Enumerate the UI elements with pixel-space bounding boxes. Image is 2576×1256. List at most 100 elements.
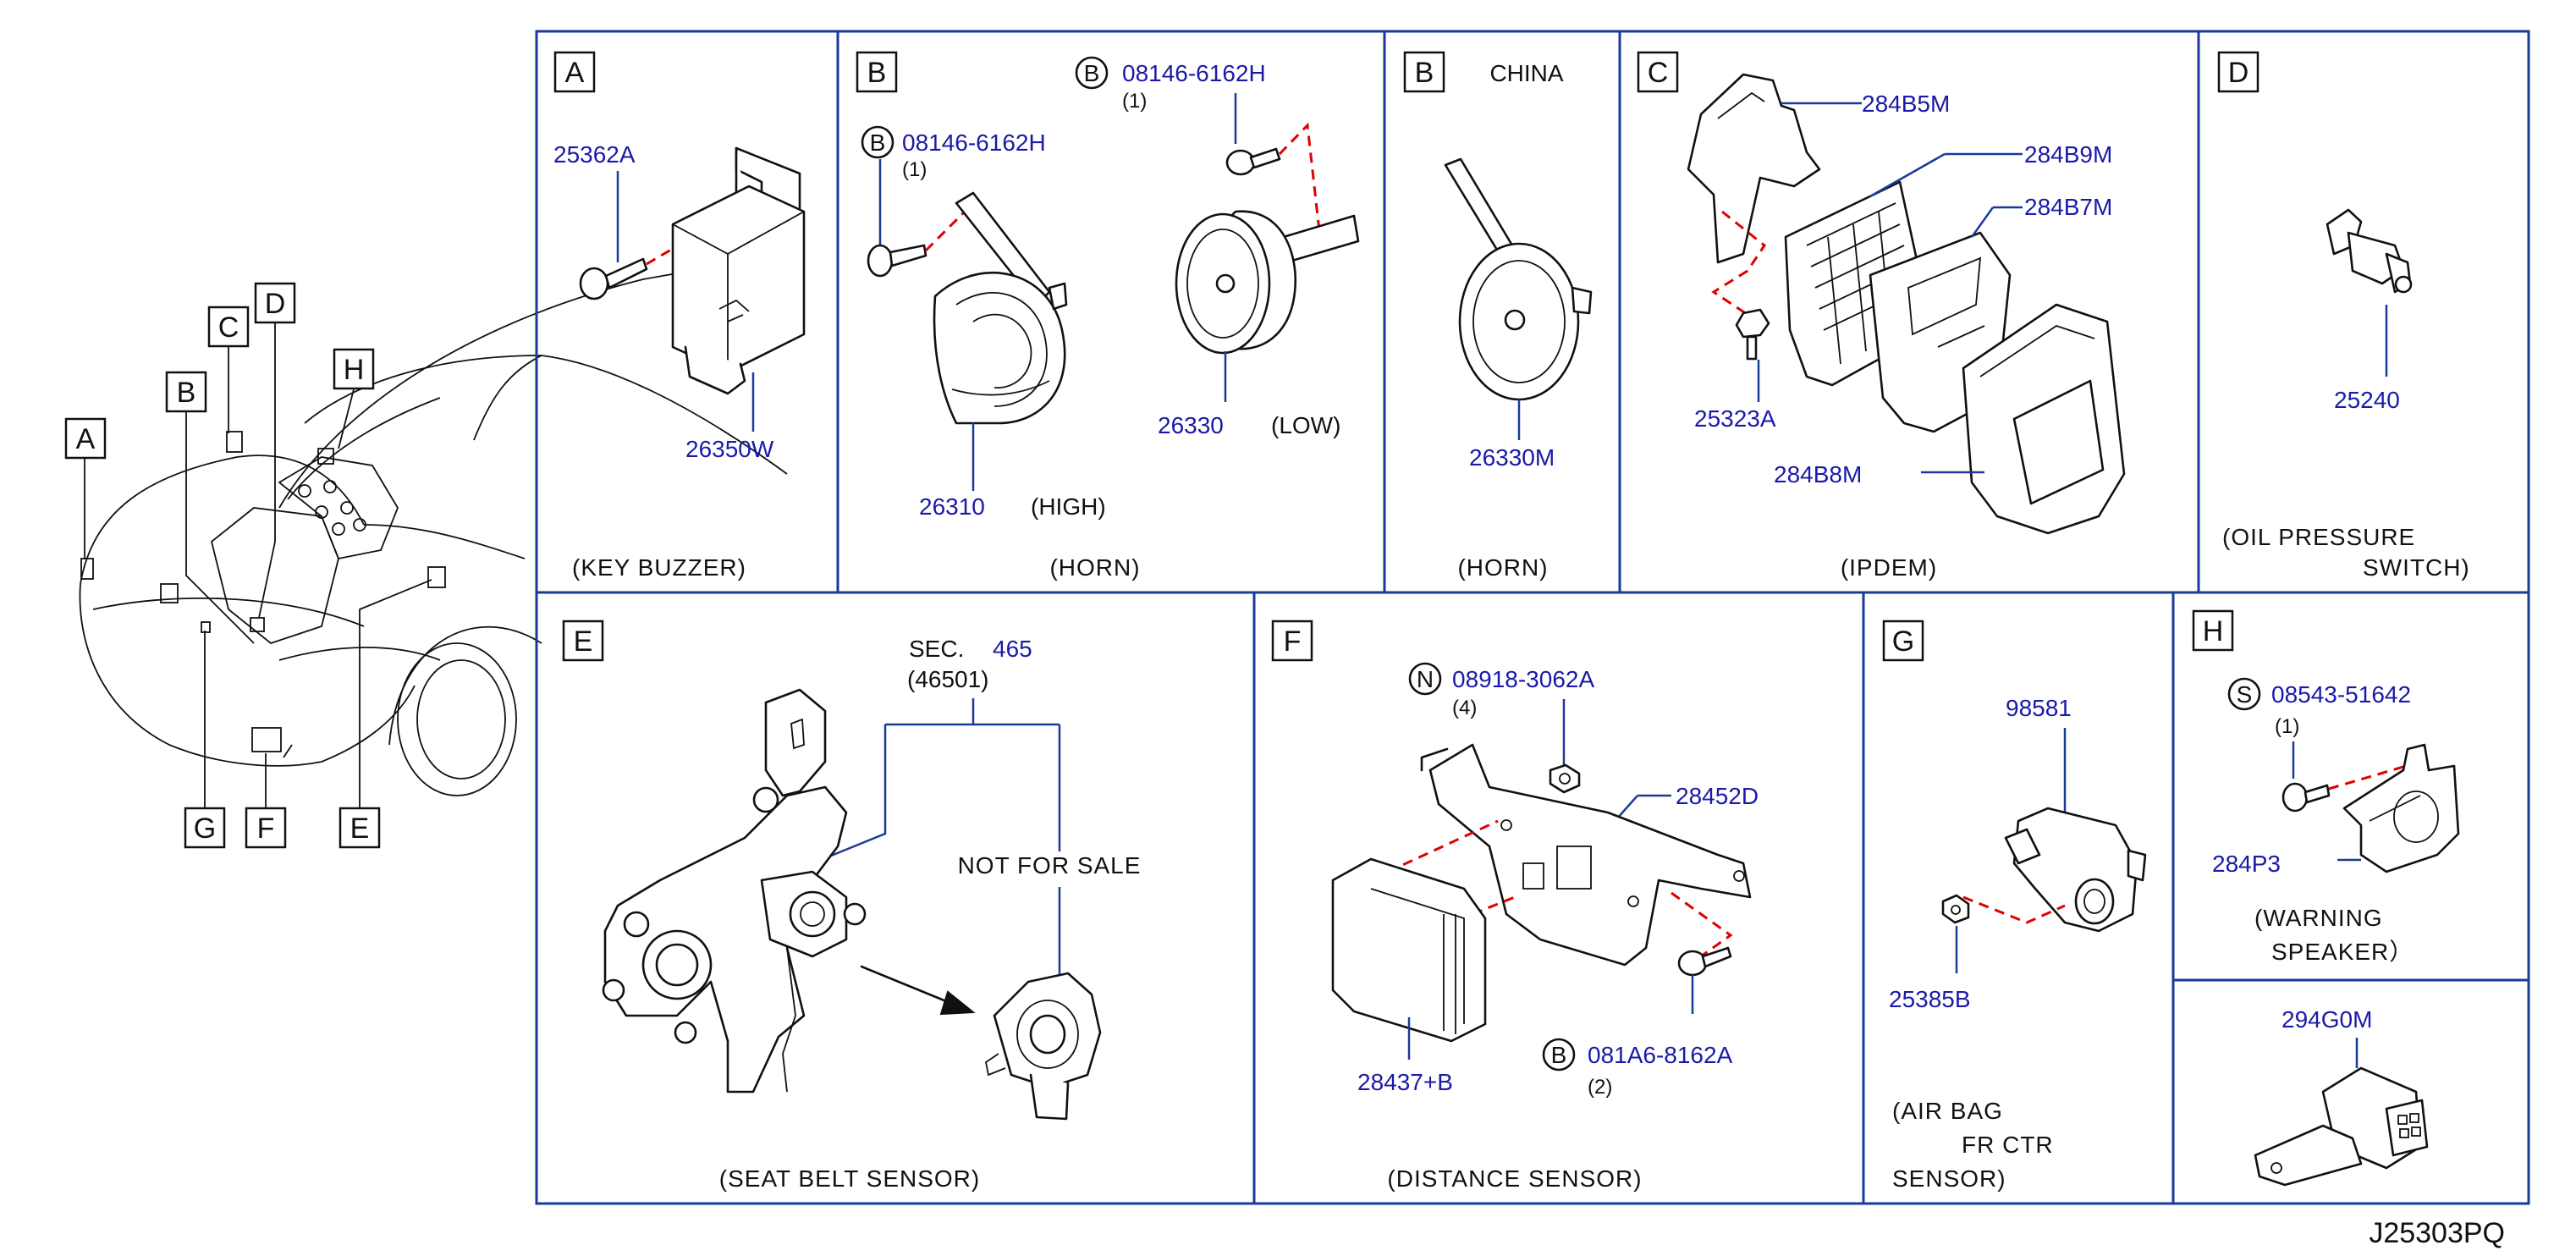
overview-letter-b: B	[177, 377, 196, 409]
component-h	[317, 448, 334, 465]
air-bag-sensor-icon	[2004, 807, 2147, 933]
part-number-bolt-right[interactable]: 08146-6162H	[1122, 60, 1266, 86]
part-number-26310[interactable]: 26310	[919, 493, 985, 520]
nut-symbol: N	[1417, 666, 1434, 692]
overview-letter-a: A	[76, 423, 96, 455]
bolt-symbol: B	[870, 129, 886, 156]
section-reference-label: SEC.	[909, 636, 964, 662]
diagram-code: J25303PQ	[2369, 1217, 2505, 1249]
panel-letter: E	[574, 625, 593, 658]
horn-china-icon	[1444, 157, 1593, 401]
part-number-26350w[interactable]: 26350W	[685, 436, 774, 462]
screw-symbol: S	[2237, 681, 2253, 708]
part-number-284b8m[interactable]: 284B8M	[1774, 461, 1862, 488]
not-for-sale-note: NOT FOR SALE	[958, 852, 1142, 879]
part-number-284b9m[interactable]: 284B9M	[2024, 141, 2112, 168]
component-e	[427, 566, 446, 588]
part-number-25323a[interactable]: 25323A	[1694, 405, 1776, 432]
horn-high-icon	[933, 191, 1068, 425]
panel-d-oil-pressure-switch: D 25240 (OIL PRESSURE SWITCH)	[2217, 51, 2470, 581]
component-b	[160, 583, 179, 603]
control-unit-icon	[2254, 1066, 2429, 1187]
part-number-25240[interactable]: 25240	[2334, 387, 2400, 413]
panel-caption-line-1: (AIR BAG	[1892, 1098, 2003, 1124]
distance-sensor-icon	[1331, 857, 1487, 1043]
part-number-25385b[interactable]: 25385B	[1889, 986, 1971, 1012]
bolt-icon	[579, 257, 648, 300]
panel-caption: (SEAT BELT SENSOR)	[719, 1165, 980, 1192]
panel-caption-line-2: FR CTR	[1962, 1132, 2054, 1158]
bolt-symbol: B	[1084, 60, 1100, 86]
panel-letter: B	[1415, 57, 1434, 89]
overview-letter-c: C	[218, 311, 239, 344]
overview-letter-f: F	[257, 813, 275, 845]
bolt-icon	[1677, 946, 1732, 977]
panel-grid	[535, 30, 2530, 1205]
panel-letter: D	[2228, 57, 2249, 89]
section-reference-number[interactable]: 465	[993, 636, 1032, 662]
part-number-28452d[interactable]: 28452D	[1676, 783, 1759, 809]
nut-icon	[1549, 763, 1581, 794]
horn-low-icon	[1175, 210, 1360, 355]
panel-f-distance-sensor: F N 08918-3062A (4) 28452D	[1271, 620, 1759, 1192]
bolt-right-quantity: (1)	[1122, 90, 1147, 113]
part-number-284b7m[interactable]: 284B7M	[2024, 194, 2112, 220]
market-note: CHINA	[1489, 60, 1563, 86]
part-number-bolt[interactable]: 081A6-8162A	[1588, 1042, 1733, 1068]
part-number-screw[interactable]: 08543-51642	[2271, 681, 2411, 708]
screw-icon	[2282, 782, 2331, 813]
panel-letter: F	[1284, 625, 1302, 658]
panel-letter: B	[867, 57, 887, 89]
part-number-nut[interactable]: 08918-3062A	[1452, 666, 1594, 692]
part-number-284b5m[interactable]: 284B5M	[1862, 91, 1950, 117]
bolt-icon	[867, 244, 927, 278]
nut-quantity: (4)	[1452, 697, 1477, 719]
bolt-icon	[1735, 308, 1770, 361]
bolt-quantity: (2)	[1588, 1076, 1612, 1099]
panel-letter: G	[1892, 625, 1914, 658]
part-number-25362a[interactable]: 25362A	[553, 141, 636, 168]
panel-letter: A	[565, 57, 585, 89]
panel-letter: C	[1648, 57, 1669, 89]
panel-letter: H	[2203, 615, 2224, 647]
panel-caption: (KEY BUZZER)	[572, 554, 746, 581]
panel-h-warning-speaker: H S 08543-51642 (1) 284P3 (WARNING SPEAK…	[2192, 609, 2460, 965]
distance-sensor-bracket-icon	[1420, 743, 1752, 967]
part-number-294g0m[interactable]: 294G0M	[2282, 1006, 2372, 1033]
part-number-26330m[interactable]: 26330M	[1469, 444, 1555, 471]
overview-letter-h: H	[344, 354, 365, 386]
part-number-26330[interactable]: 26330	[1158, 412, 1224, 438]
panel-caption-line-3: SENSOR)	[1892, 1165, 2006, 1192]
seat-frame-icon	[602, 688, 867, 1093]
panel-c-ipdem: C 284B5M 25323A 284B9M 284B7M	[1637, 51, 2126, 581]
ipdem-case-icon	[1962, 303, 2126, 535]
ipdem-bracket-icon	[1687, 73, 1821, 264]
warning-speaker-icon	[2342, 743, 2460, 873]
component-d	[250, 617, 265, 632]
bolt-symbol: B	[1551, 1042, 1567, 1068]
part-number-28437-b[interactable]: 28437+B	[1357, 1069, 1453, 1095]
oil-pressure-switch-icon	[2326, 208, 2413, 294]
overview-letter-g: G	[194, 813, 216, 845]
panel-a-key-buzzer: A 25362A 26350W (KEY BUZZER)	[553, 51, 806, 581]
component-f	[251, 727, 282, 752]
nut-icon	[1941, 894, 1970, 924]
overview-letter-d: D	[265, 288, 286, 320]
section-reference-sub: (46501)	[907, 666, 989, 692]
panel-caption: (IPDEM)	[1841, 554, 1937, 581]
part-number-284p3[interactable]: 284P3	[2212, 851, 2281, 877]
panel-b-horn: B B 08146-6162H (1) B 08146-6162H (1) 26…	[856, 51, 1360, 581]
screw-quantity: (1)	[2275, 715, 2299, 738]
panel-b-horn-china: B CHINA 26330M (HORN)	[1403, 51, 1593, 581]
part-number-98581[interactable]: 98581	[2006, 695, 2072, 721]
part-number-bolt-left[interactable]: 08146-6162H	[902, 129, 1046, 156]
panel-caption: (HORN)	[1457, 554, 1548, 581]
bolt-left-quantity: (1)	[902, 158, 927, 181]
panel-caption-line-2: SPEAKER）	[2271, 939, 2414, 965]
panel-caption-line-1: (WARNING	[2254, 905, 2383, 931]
panel-e-seat-belt-sensor: E SEC. 465 (46501) NOT FOR SALE	[562, 620, 1142, 1192]
component-g	[201, 621, 211, 633]
component-c	[226, 431, 243, 453]
panel-caption-line-2: SWITCH)	[2363, 554, 2470, 581]
